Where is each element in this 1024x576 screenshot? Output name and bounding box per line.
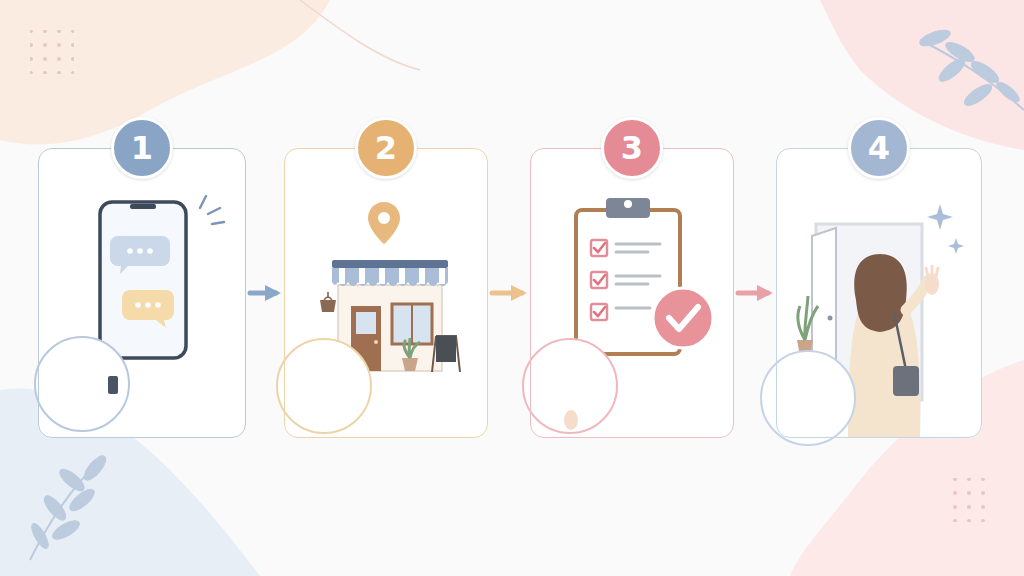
- checklist-icon-part: [606, 198, 650, 218]
- phone-icon-part: [200, 196, 224, 224]
- flow-arrow: [492, 291, 522, 296]
- phone-icon-part: [130, 204, 156, 209]
- flow-arrow: [250, 291, 276, 296]
- checklist-icon-part: [624, 200, 632, 208]
- leaf-branch-part: [936, 55, 968, 85]
- flow-arrow: [738, 291, 768, 296]
- checklist-icon: [576, 198, 713, 354]
- door-scene-part: [926, 266, 938, 276]
- leaf-branch-part: [50, 517, 82, 542]
- phone-icon-part: [110, 236, 170, 274]
- avatar-part: [523, 339, 617, 433]
- door-scene-part: [927, 204, 953, 230]
- store-icon-part: [404, 338, 420, 358]
- background-blobs-part: [30, 30, 74, 74]
- checklist-icon-part: [653, 288, 713, 348]
- checklist-icon-part: [669, 307, 698, 329]
- phone-icon-part: [137, 248, 143, 254]
- door-scene-part: [894, 312, 906, 370]
- step-panel: 1: [38, 148, 246, 438]
- store-icon-part: [368, 202, 400, 244]
- phone-icon-part: [122, 290, 174, 328]
- step-number: 1: [131, 132, 153, 164]
- avatar-part: [108, 376, 118, 394]
- step-number: 3: [621, 132, 643, 164]
- leaf-branch: [29, 27, 1024, 560]
- step-badge: 4: [848, 117, 910, 179]
- step-panel: 3: [530, 148, 734, 438]
- phone-icon: [100, 196, 224, 358]
- avatar-part: [277, 339, 371, 433]
- store-icon-part: [332, 268, 448, 286]
- step-badge: 2: [355, 117, 417, 179]
- avatar-part: [545, 354, 595, 431]
- store-icon-part: [332, 260, 448, 268]
- door-scene-part: [948, 238, 964, 254]
- leaf-branch-part: [57, 466, 88, 494]
- avatar-part: [299, 354, 349, 431]
- checklist-icon-part: [616, 244, 660, 308]
- background-blobs-part: [0, 0, 330, 145]
- step-badge: 1: [111, 117, 173, 179]
- leaf-branch-part: [81, 453, 109, 484]
- leaf-branch-part: [920, 40, 1024, 110]
- phone-icon-part: [145, 302, 151, 308]
- step-number: 4: [868, 132, 890, 164]
- door-scene-part: [906, 280, 928, 310]
- phone-icon-part: [155, 302, 161, 308]
- door-scene-part: [828, 316, 833, 321]
- background-blobs-part: [300, 0, 420, 70]
- avatar: [35, 337, 855, 445]
- leaf-branch-part: [41, 493, 69, 524]
- background-blobs-part: [950, 478, 994, 522]
- leaf-branch-part: [29, 521, 52, 550]
- step-number: 2: [375, 132, 397, 164]
- step-panel: 2: [284, 148, 488, 438]
- avatar-part: [57, 352, 107, 429]
- store-icon-part: [320, 300, 336, 312]
- phone-icon-part: [147, 248, 153, 254]
- phone-icon-part: [100, 202, 186, 358]
- store-icon-part: [374, 340, 378, 344]
- leaf-branch-part: [968, 58, 1001, 86]
- step-badge: 3: [601, 117, 663, 179]
- store-icon-part: [436, 336, 456, 362]
- store-icon-part: [342, 268, 442, 284]
- checklist-icon-part: [594, 243, 605, 316]
- door-scene-part: [798, 296, 818, 340]
- door-scene-part: [854, 254, 907, 332]
- phone-icon-part: [135, 302, 141, 308]
- door-scene-part: [893, 366, 919, 396]
- store-icon-part: [392, 304, 432, 344]
- leaf-branch-part: [961, 81, 994, 109]
- store-icon-part: [402, 358, 418, 371]
- leaf-branch-part: [994, 79, 1022, 105]
- store-icon-part: [356, 312, 376, 334]
- store-icon-part: [432, 336, 460, 372]
- avatar-part: [35, 337, 129, 431]
- avatar-part: [564, 410, 578, 430]
- background-blobs-part: [820, 0, 1024, 150]
- checklist-icon-part: [591, 240, 607, 320]
- phone-icon-part: [127, 248, 133, 254]
- leaf-branch-part: [67, 486, 98, 514]
- store-icon-part: [324, 297, 332, 300]
- store-icon-part: [378, 212, 390, 224]
- step-panel: 4: [776, 148, 982, 438]
- avatar-part: [783, 366, 833, 443]
